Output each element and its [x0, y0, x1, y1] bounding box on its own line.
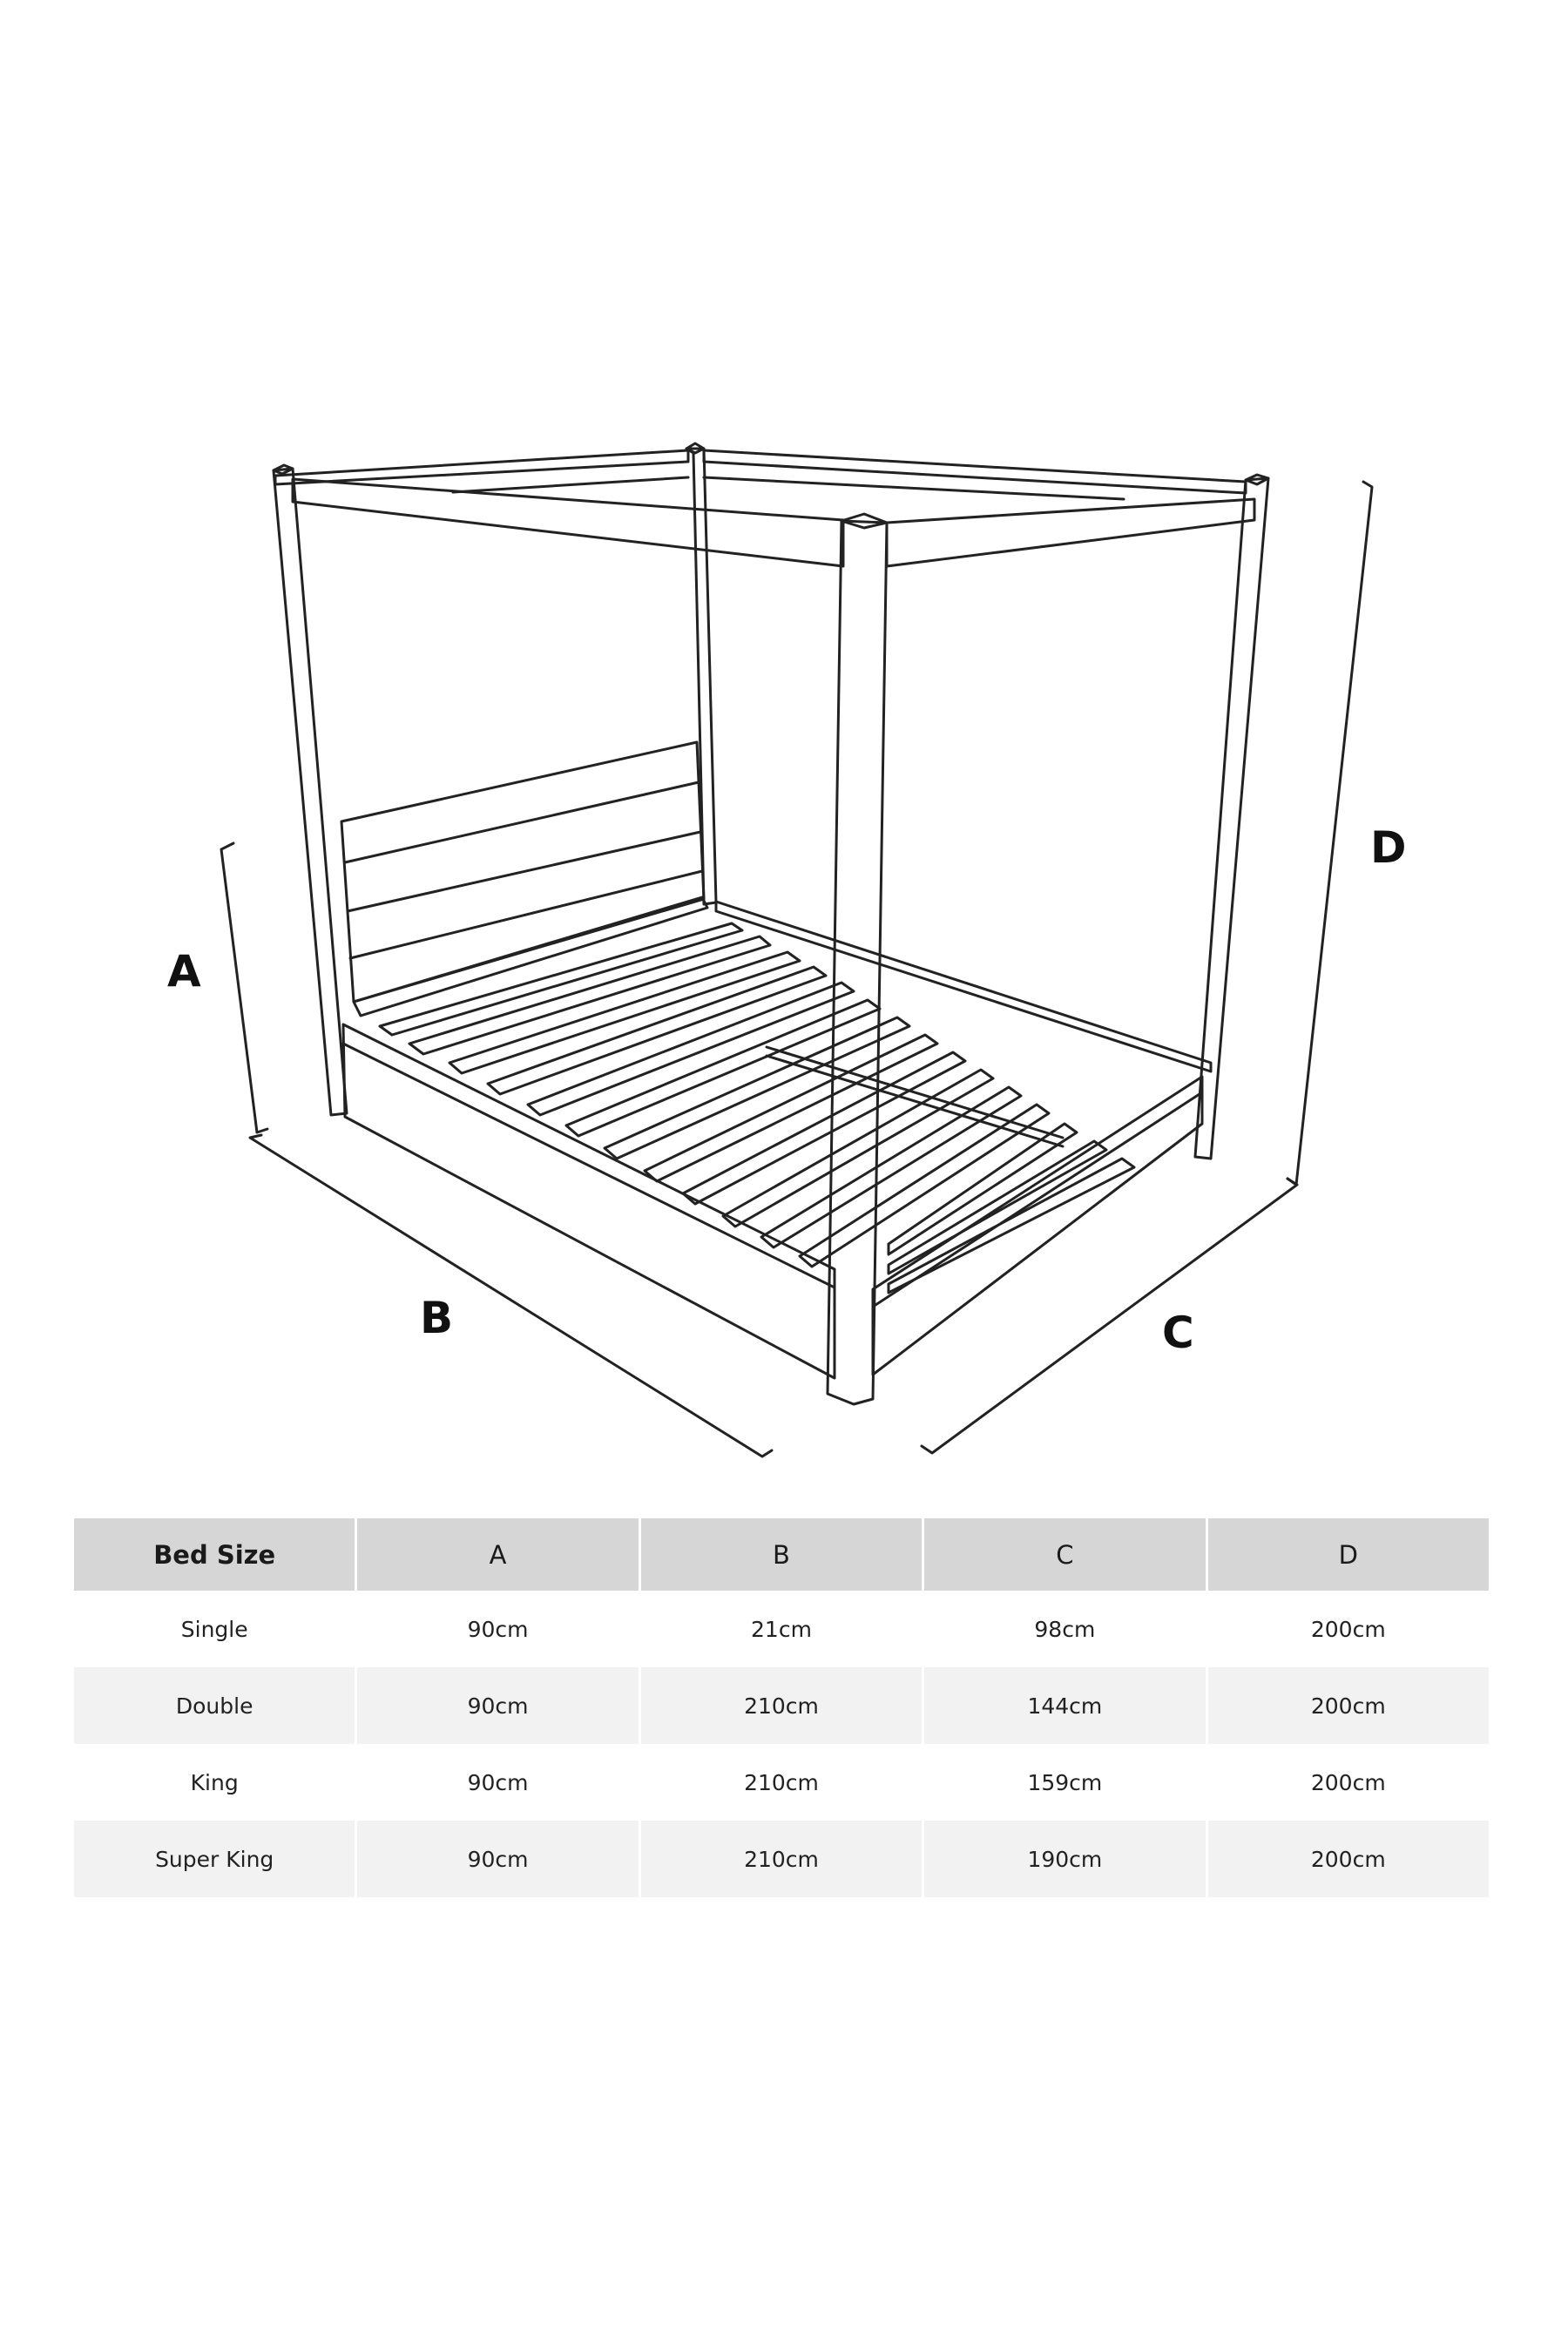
header-a: A	[357, 1518, 639, 1591]
cell-bed-size: King	[190, 1769, 239, 1795]
slats	[378, 922, 1136, 1294]
canopy-back-rail-right	[702, 449, 1247, 495]
header-c: C	[924, 1518, 1206, 1591]
table-row: Super King 90cm 210cm 190cm 200cm	[74, 1821, 1489, 1897]
canopy-back-rail-left	[274, 449, 690, 486]
cell-a: 90cm	[357, 1821, 639, 1897]
canopy-inner-line-1	[451, 476, 690, 494]
center-support	[765, 1045, 1064, 1139]
dimension-line-c	[920, 1177, 1299, 1455]
base-front-left	[341, 1023, 836, 1380]
dimension-label-d: D	[1370, 822, 1406, 873]
bed-diagram: A B C D	[167, 442, 1407, 1458]
canopy-front-rail-left	[291, 477, 845, 568]
dimension-line-a	[220, 841, 269, 1134]
cell-d: 200cm	[1207, 1821, 1489, 1897]
post-left	[272, 467, 348, 1117]
table-row: Double 90cm 210cm 144cm 200cm	[74, 1667, 1489, 1744]
canopy-inner-line-2	[702, 476, 1125, 501]
header-bed-size: Bed Size	[74, 1518, 355, 1591]
table-row: King 90cm 210cm 159cm 200cm	[74, 1744, 1489, 1821]
cell-b: 210cm	[640, 1821, 923, 1897]
canopy-front-rail-right	[885, 497, 1256, 568]
cell-d: 200cm	[1207, 1667, 1489, 1744]
table-row: Single 90cm 21cm 98cm 200cm	[74, 1591, 1489, 1667]
dimension-label-b: B	[420, 1293, 452, 1343]
post-back-top	[685, 442, 706, 455]
cell-c: 98cm	[1034, 1616, 1096, 1642]
cell-b: 21cm	[751, 1616, 812, 1642]
dimension-label-a: A	[167, 946, 201, 997]
post-right-top	[1244, 473, 1270, 486]
dimension-label-c: C	[1162, 1308, 1193, 1358]
size-table: Bed Size A B C D Single 90cm 21cm 98cm 2…	[71, 1518, 1491, 1897]
header-d: D	[1207, 1518, 1489, 1591]
cell-a: 90cm	[357, 1667, 639, 1744]
post-front-top	[840, 512, 889, 530]
post-front	[826, 519, 889, 1406]
cell-c: 190cm	[924, 1821, 1206, 1897]
dimension-line-d	[1286, 480, 1374, 1186]
side-rail-left	[352, 896, 709, 1017]
cell-c: 144cm	[924, 1667, 1206, 1744]
header-b: B	[640, 1518, 923, 1591]
cell-bed-size: Double	[74, 1667, 355, 1744]
cell-d: 200cm	[1310, 1769, 1386, 1795]
base-front-right	[871, 1075, 1204, 1376]
size-table-container: Bed Size A B C D Single 90cm 21cm 98cm 2…	[74, 1518, 1494, 1897]
cell-c: 159cm	[1027, 1769, 1103, 1795]
cell-d: 200cm	[1310, 1616, 1386, 1642]
cell-b: 210cm	[744, 1769, 819, 1795]
post-right	[1193, 476, 1270, 1160]
table-header-row: Bed Size A B C D	[74, 1518, 1489, 1591]
cell-a: 90cm	[467, 1616, 529, 1642]
side-rail-back	[714, 900, 1213, 1073]
cell-bed-size: Single	[180, 1616, 248, 1642]
cell-b: 210cm	[640, 1667, 923, 1744]
post-left-top	[272, 463, 294, 476]
cell-bed-size: Super King	[74, 1821, 355, 1897]
cell-a: 90cm	[467, 1769, 529, 1795]
dimension-line-b	[248, 1133, 774, 1458]
